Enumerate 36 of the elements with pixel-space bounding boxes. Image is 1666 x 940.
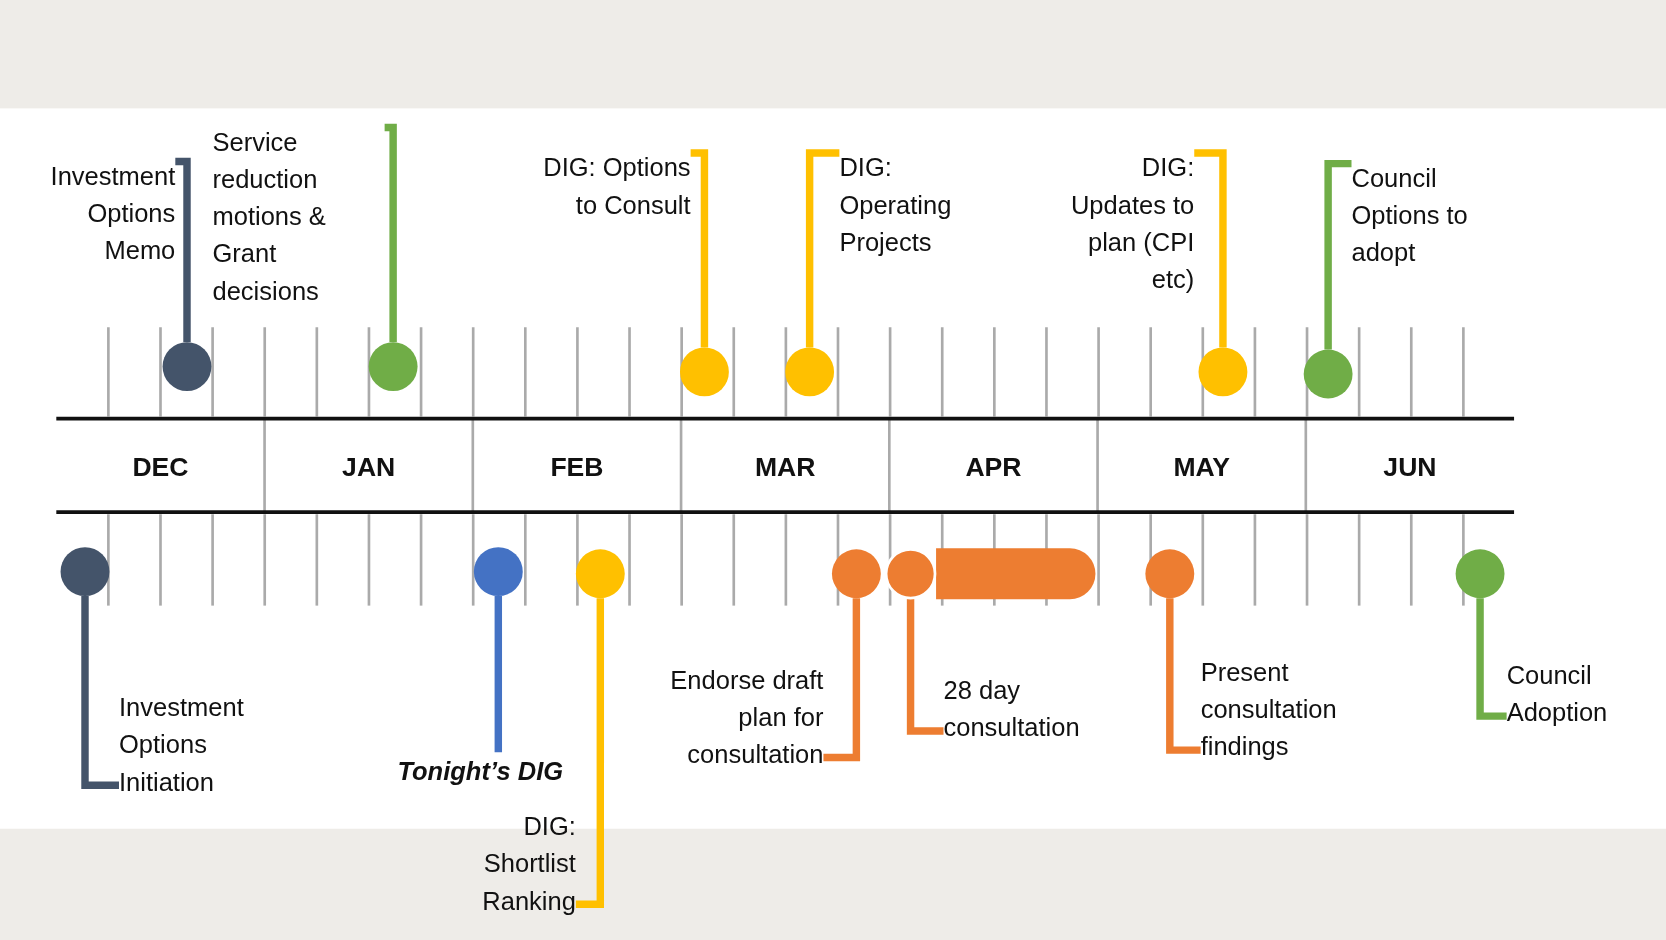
month-label: JUN — [1382, 450, 1438, 483]
milestone-label: Council Options to adopt — [1351, 159, 1511, 271]
milestone-label: DIG: Operating Projects — [839, 148, 999, 261]
milestone-label: Present consultation findings — [1200, 653, 1387, 765]
month-label: APR — [964, 450, 1023, 483]
milestone-label: Service reduction motions & Grant decisions — [212, 123, 385, 310]
milestone-label: Council Adoption — [1506, 656, 1666, 731]
month-label: JAN — [341, 450, 397, 483]
month-label: FEB — [549, 450, 605, 483]
milestone-dot — [60, 547, 110, 597]
milestone-label: Investment Options Memo — [21, 157, 176, 269]
milestone-label: 28 day consultation — [943, 671, 1125, 746]
milestone-dot — [884, 547, 937, 600]
milestone-label: DIG: Shortlist Ranking — [446, 807, 576, 920]
month-label: MAY — [1172, 450, 1231, 483]
milestone-dot — [1303, 349, 1353, 399]
milestone-label: DIG: Updates to plan (CPI etc) — [1062, 148, 1195, 298]
month-label: MAR — [753, 450, 817, 483]
milestone-dot — [575, 549, 625, 599]
milestone-dot — [831, 549, 881, 599]
stem-line — [575, 598, 605, 908]
milestone-dot — [1145, 549, 1195, 599]
milestone-dot — [473, 547, 523, 597]
milestone-label: DIG: Options to Consult — [531, 148, 691, 224]
milestone-label: Endorse draft plan for consultation — [616, 660, 824, 773]
period-bar — [936, 548, 1096, 600]
milestone-dot — [162, 342, 212, 391]
milestone-dot — [785, 347, 835, 397]
stem-line — [494, 596, 503, 753]
milestone-dot — [1455, 549, 1505, 599]
milestone-label: Tonight’s DIG — [382, 752, 578, 790]
milestone-dot — [368, 342, 418, 391]
milestone-dot — [680, 347, 729, 397]
milestone-dot — [1198, 347, 1248, 397]
milestone-label: Investment Options Initiation — [119, 688, 300, 801]
month-label: DEC — [131, 450, 190, 483]
